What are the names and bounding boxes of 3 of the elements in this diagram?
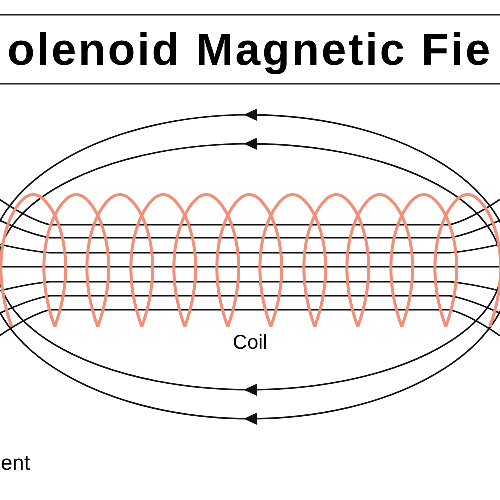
coil-label: Coil xyxy=(233,332,268,354)
cut-off-label: ent xyxy=(1,452,30,476)
title: olenoid Magnetic Fie xyxy=(8,24,493,76)
